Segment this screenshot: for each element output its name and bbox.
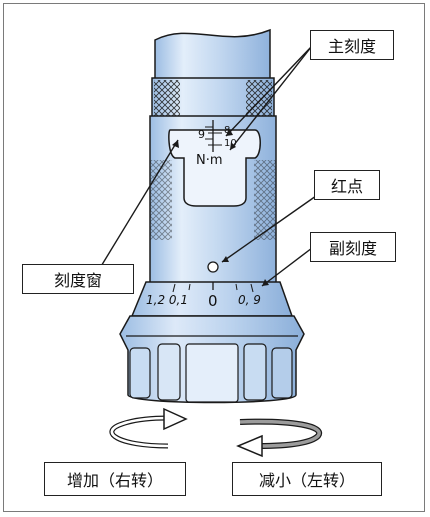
arrowhead-main-scale <box>226 128 233 136</box>
arrowhead-main-scale-2 <box>230 142 236 150</box>
leader-main-scale-2 <box>229 45 313 151</box>
dial-left-ticks: 1,2 0,1 <box>146 293 188 307</box>
window-number-8: 8 <box>224 125 230 136</box>
callout-red-dot: 红点 <box>314 170 380 200</box>
label-increase: 增加（右转） <box>44 462 186 496</box>
label-decrease: 减小（左转） <box>232 462 382 496</box>
handle-tube <box>154 28 271 83</box>
leader-vernier-scale <box>261 247 313 287</box>
leader-red-dot <box>221 195 317 263</box>
arrowhead-red-dot <box>222 256 229 262</box>
window-unit-label: N·m <box>196 153 223 168</box>
scale-window-shape <box>168 120 261 207</box>
callout-scale-window: 刻度窗 <box>22 264 134 294</box>
window-number-9: 9 <box>198 128 205 141</box>
adjusting-knob <box>119 315 305 404</box>
arrowhead-vernier-scale <box>262 279 269 286</box>
dial-zero-label: 0 <box>208 292 218 310</box>
decrease-rotation-arrow <box>236 418 323 458</box>
leader-main-scale <box>225 45 313 137</box>
callout-main-scale: 主刻度 <box>310 30 394 60</box>
red-dot-marker <box>207 261 219 273</box>
callout-vernier-scale: 副刻度 <box>310 232 396 262</box>
dial-right-ticks: 0, 9 <box>238 293 261 307</box>
vernier-dial <box>130 281 294 317</box>
increase-rotation-arrow <box>109 407 188 449</box>
arrowhead-scale-window <box>172 140 179 148</box>
knurled-ring <box>151 77 275 119</box>
leader-lines <box>99 45 317 287</box>
window-number-10: 10 <box>224 138 237 149</box>
leader-scale-window <box>99 139 179 269</box>
